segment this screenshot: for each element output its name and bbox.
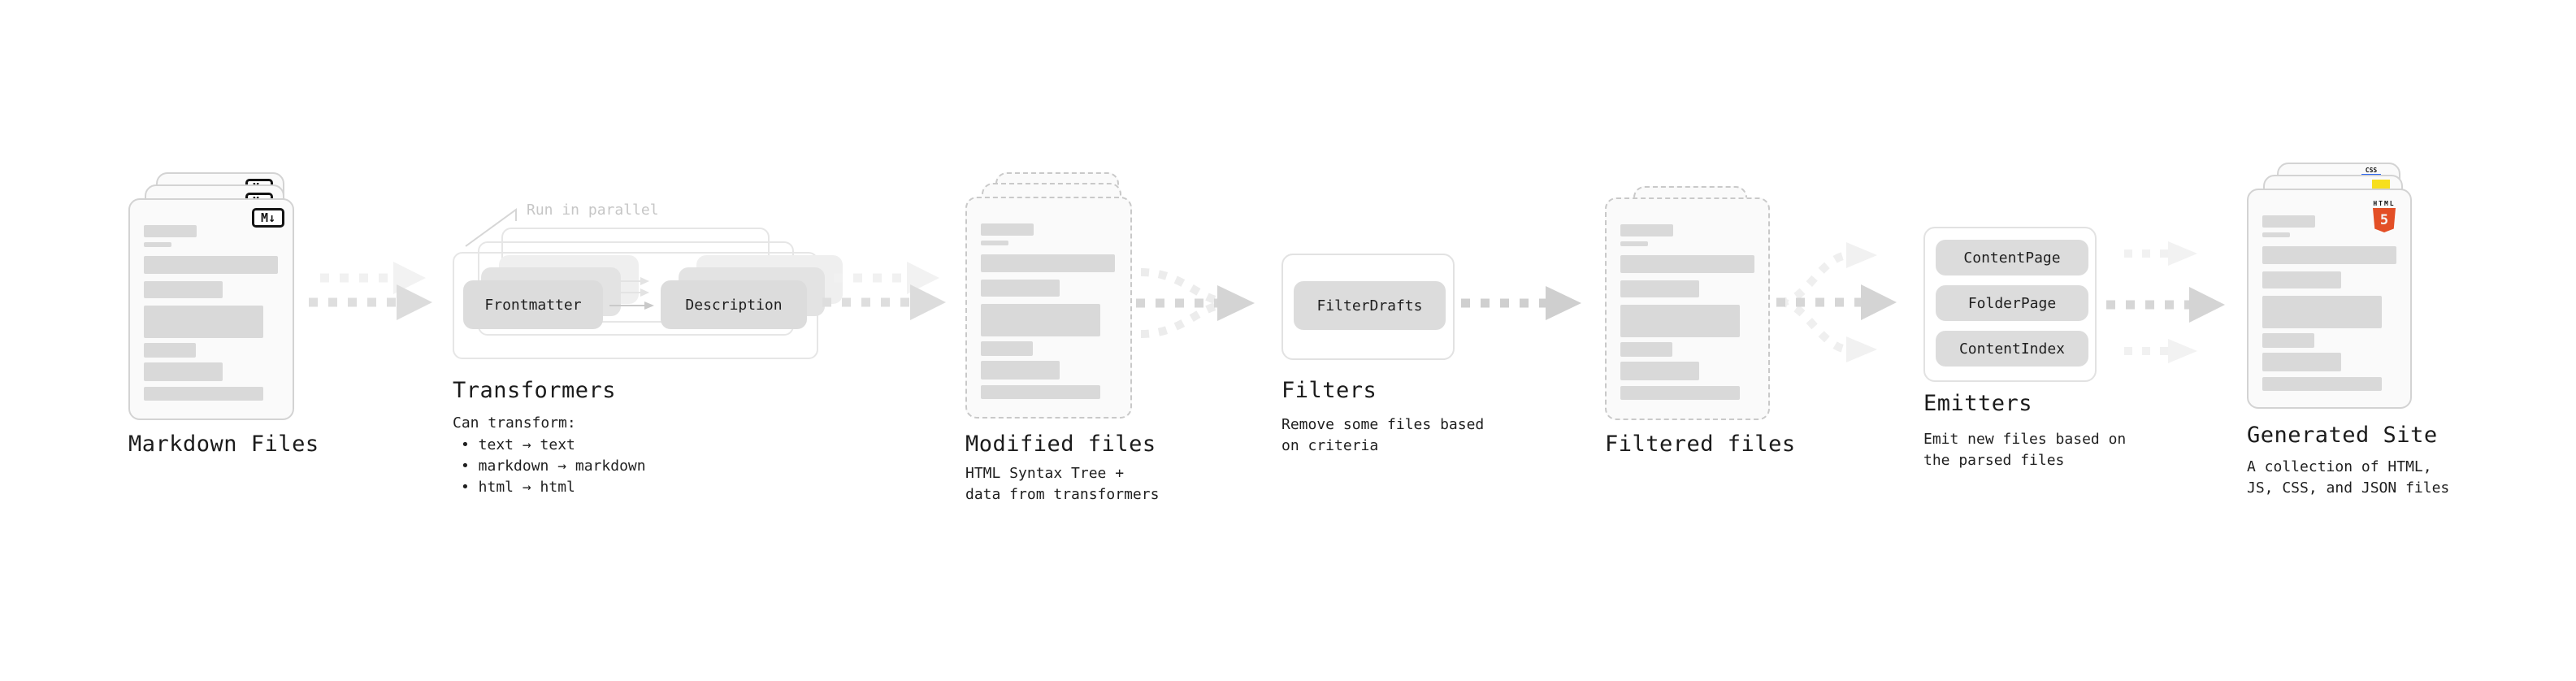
stage-subtitle: Remove some files based xyxy=(1281,416,1485,433)
emitter-node-folderpage: FolderPage xyxy=(1936,285,2088,321)
text-line-placeholder xyxy=(2262,377,2382,391)
text-line-placeholder xyxy=(144,225,197,237)
stage-markdown-files: M↓ M↓ M↓ xyxy=(128,161,332,429)
text-line-placeholder xyxy=(2262,333,2314,348)
text-line-placeholder xyxy=(2262,215,2315,228)
bullet-line: • text → text xyxy=(461,436,575,453)
text-line-placeholder xyxy=(1620,255,1754,273)
stage-title: Generated Site xyxy=(2247,423,2438,448)
text-line-placeholder xyxy=(144,306,263,338)
bullet-line: • html → html xyxy=(461,479,575,496)
stage-subtitle: A collection of HTML, xyxy=(2247,458,2432,475)
text-line-placeholder xyxy=(1620,241,1648,246)
stage-title: Emitters xyxy=(1923,391,2033,416)
flow-arrow-triple xyxy=(2106,241,2225,363)
text-line-placeholder xyxy=(981,223,1034,236)
text-line-placeholder xyxy=(144,242,171,247)
text-line-placeholder xyxy=(981,385,1100,399)
transformer-node-description: Description xyxy=(661,280,807,329)
note-leader-line xyxy=(465,208,517,247)
flow-arrow xyxy=(1461,286,1581,320)
emitter-node-contentpage: ContentPage xyxy=(1936,240,2088,275)
text-line-placeholder xyxy=(144,256,278,274)
html5-icon: HTML 5 xyxy=(2368,200,2400,232)
html5-icon-number: 5 xyxy=(2379,212,2389,228)
text-line-placeholder xyxy=(1620,386,1740,400)
bullet-line: • markdown → markdown xyxy=(461,458,646,475)
stage-title: Filters xyxy=(1281,378,1377,403)
text-line-placeholder xyxy=(1620,305,1740,337)
text-line-placeholder xyxy=(1620,280,1699,297)
stage-title: Filtered files xyxy=(1605,432,1796,457)
text-line-placeholder xyxy=(2262,246,2396,264)
stage-generated-site: CSS HTML 5 xyxy=(2247,151,2450,419)
stage-title: Markdown Files xyxy=(128,432,319,457)
mini-arrows xyxy=(609,277,654,310)
text-line-placeholder xyxy=(2262,271,2341,288)
file-card xyxy=(965,197,1132,419)
stage-caption: Can transform: xyxy=(453,414,576,432)
file-card: HTML 5 xyxy=(2247,189,2412,409)
html5-icon-label: HTML xyxy=(2373,200,2396,207)
text-line-placeholder xyxy=(981,341,1033,356)
flow-arrow xyxy=(309,262,432,320)
html5-icon-shield: 5 xyxy=(2373,208,2396,232)
run-in-parallel-note: Run in parallel xyxy=(527,202,659,219)
file-card xyxy=(1605,197,1770,420)
flow-arrow-converge xyxy=(1136,268,1255,338)
stage-subtitle: data from transformers xyxy=(965,486,1160,503)
emitter-node-contentindex: ContentIndex xyxy=(1936,331,2088,367)
stage-title: Modified files xyxy=(965,432,1156,457)
stage-modified-files xyxy=(965,159,1169,427)
flow-arrow-diverge xyxy=(1776,242,1897,362)
text-line-placeholder xyxy=(981,280,1060,297)
text-line-placeholder xyxy=(981,304,1100,336)
filter-node-filterdrafts: FilterDrafts xyxy=(1294,281,1446,330)
stage-subtitle: the parsed files xyxy=(1923,452,2065,469)
text-line-placeholder xyxy=(2262,353,2341,371)
file-card: M↓ xyxy=(128,198,294,420)
text-line-placeholder xyxy=(2262,232,2290,237)
text-line-placeholder xyxy=(981,254,1115,272)
text-line-placeholder xyxy=(981,241,1008,245)
stage-subtitle: Emit new files based on xyxy=(1923,431,2127,448)
stage-title: Transformers xyxy=(453,378,617,403)
text-line-placeholder xyxy=(1620,342,1672,357)
stage-filters-box: FilterDrafts xyxy=(1281,254,1455,360)
text-line-placeholder xyxy=(2262,296,2382,328)
text-line-placeholder xyxy=(144,343,196,358)
text-line-placeholder xyxy=(1620,224,1673,236)
text-line-placeholder xyxy=(144,387,263,401)
markdown-icon: M↓ xyxy=(252,208,284,228)
stage-subtitle: JS, CSS, and JSON files xyxy=(2247,479,2450,497)
stage-emitters-box: ContentPage FolderPage ContentIndex xyxy=(1923,227,2097,382)
transformer-node-frontmatter: Frontmatter xyxy=(463,280,603,329)
text-line-placeholder xyxy=(144,281,223,298)
text-line-placeholder xyxy=(1620,362,1699,380)
stage-subtitle: on criteria xyxy=(1281,437,1379,454)
stage-filtered-files xyxy=(1605,174,1808,434)
text-line-placeholder xyxy=(144,362,223,381)
stage-transformers: Frontmatter Description xyxy=(453,195,843,374)
text-line-placeholder xyxy=(981,361,1060,380)
js-icon xyxy=(2372,180,2390,189)
flow-arrow xyxy=(822,262,946,320)
stage-subtitle: HTML Syntax Tree + xyxy=(965,465,1125,482)
